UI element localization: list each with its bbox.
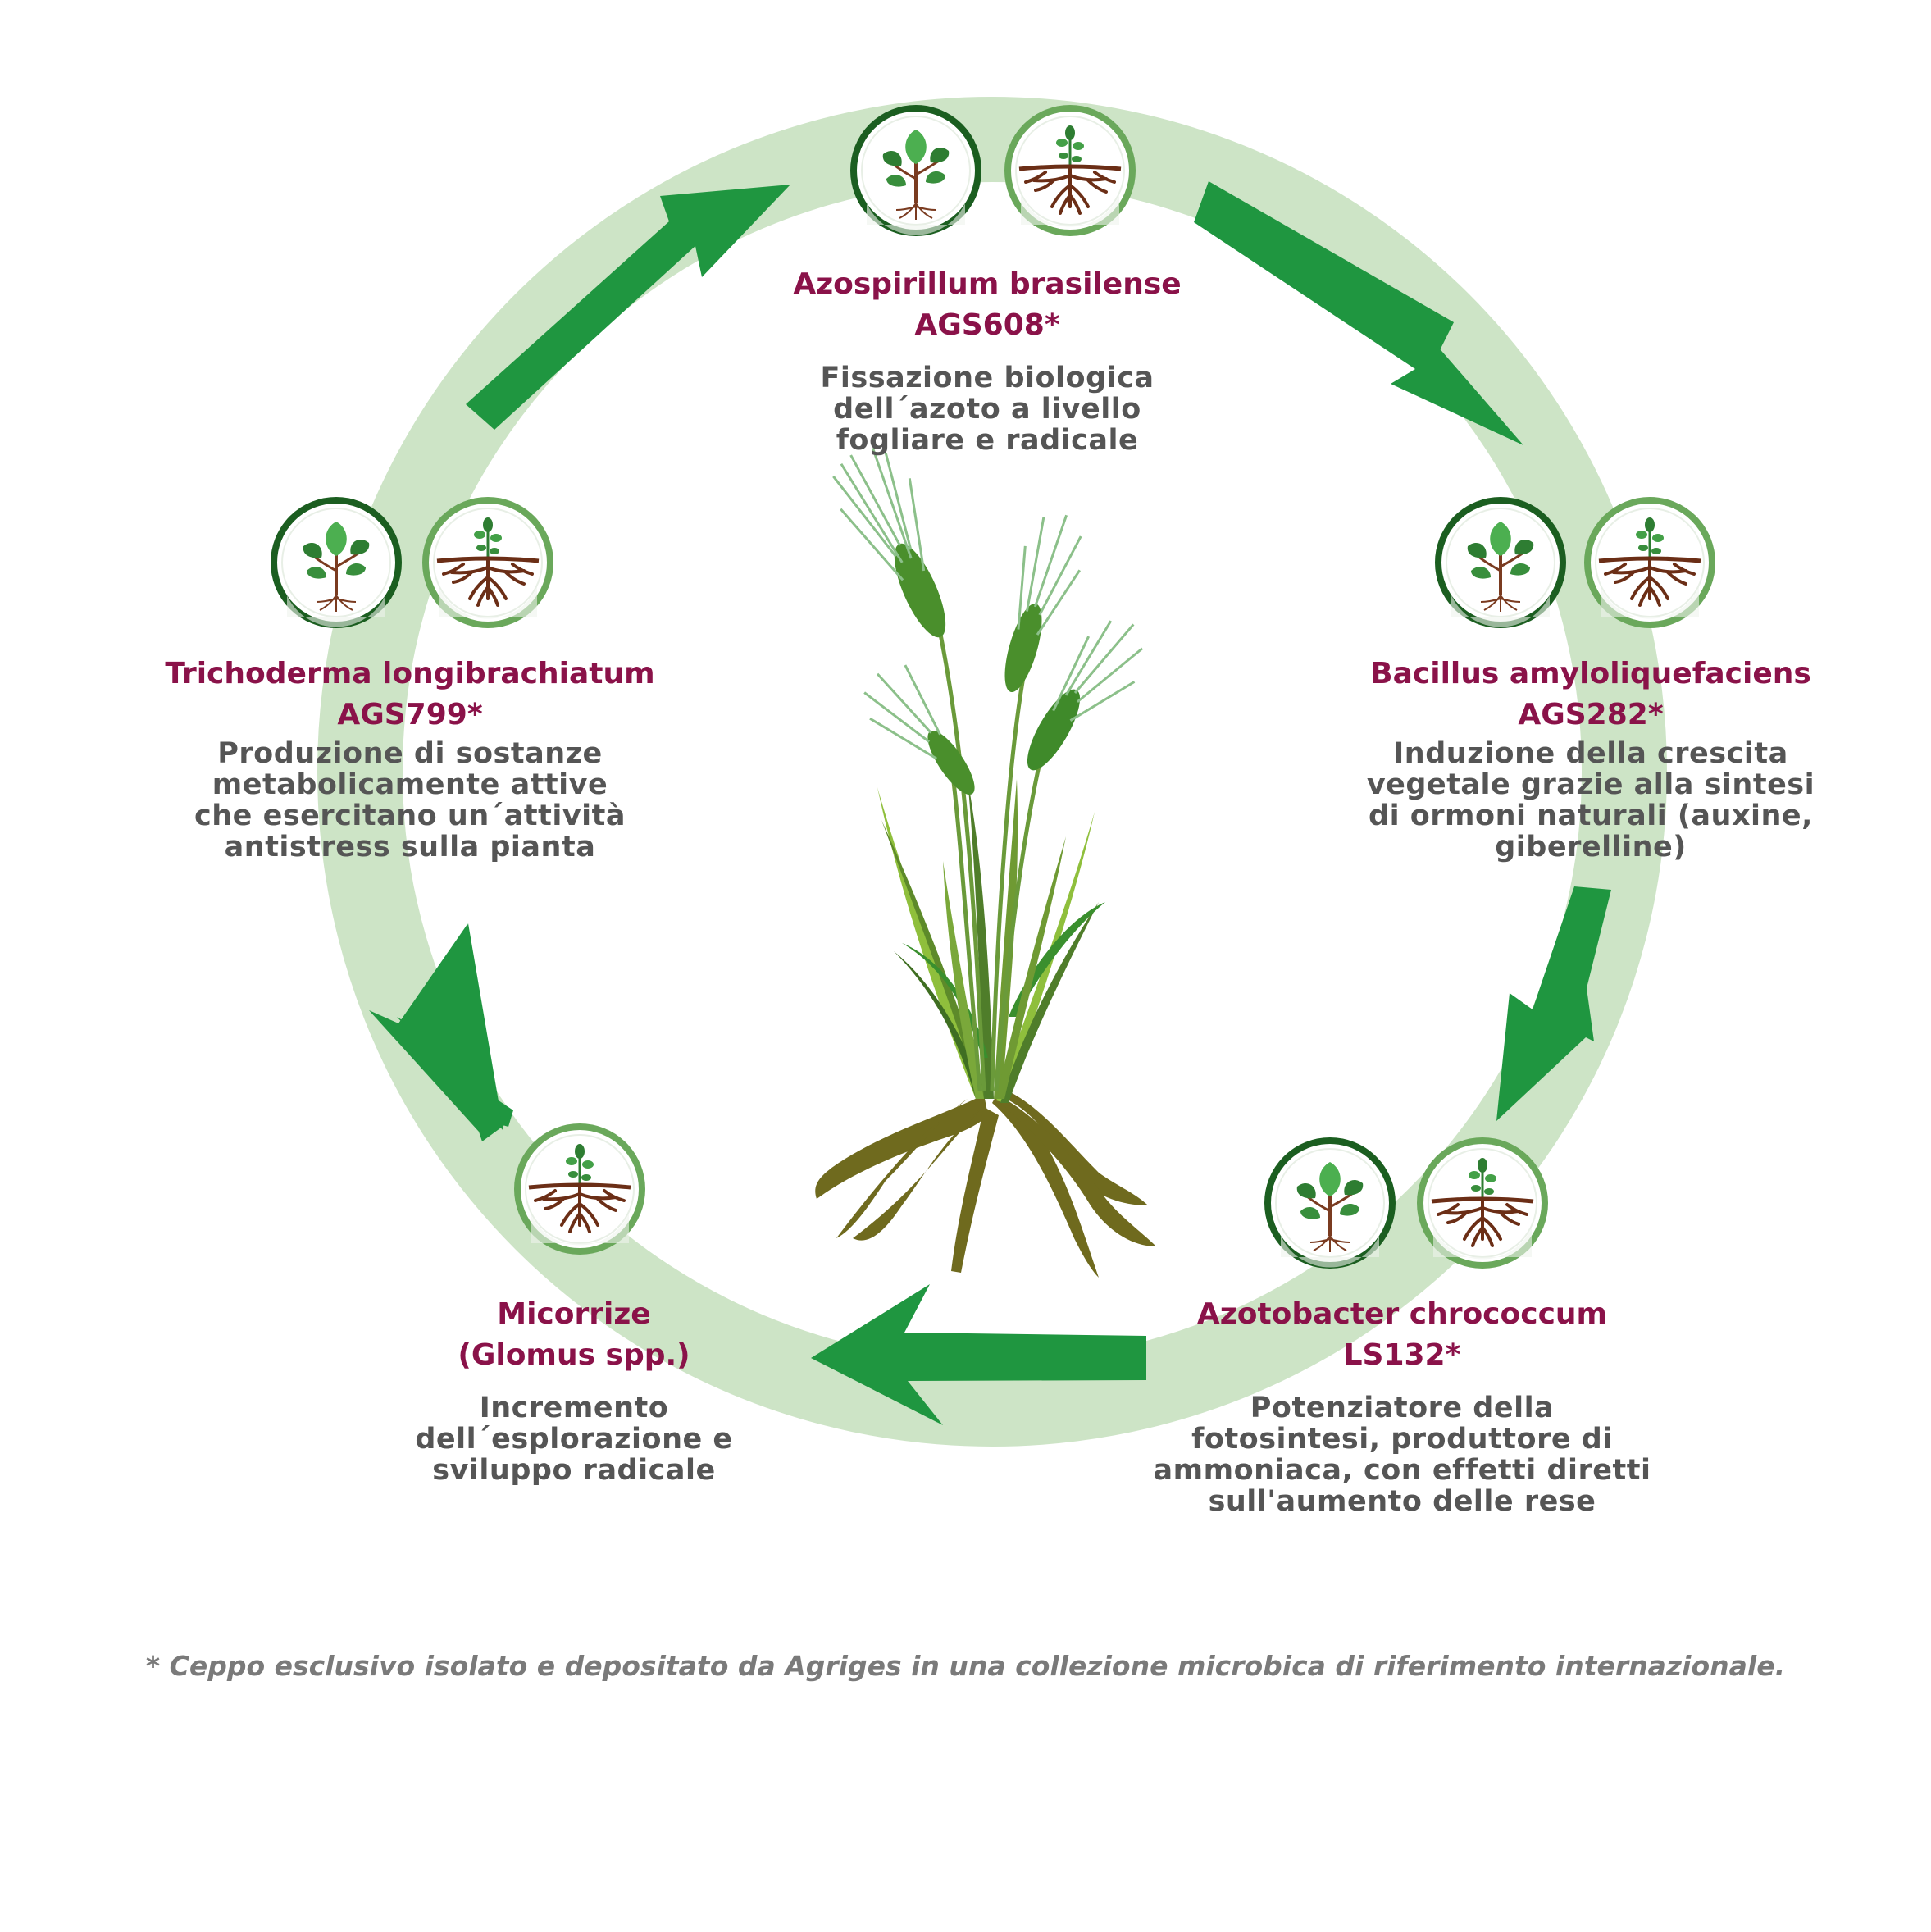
azospirillum-description: Fissazione biologica dell´azoto a livell… bbox=[656, 362, 1318, 456]
description-line: Potenziatore della bbox=[1250, 1392, 1555, 1424]
azotobacter-strain: LS132* bbox=[1343, 1338, 1461, 1372]
description-line: Incremento bbox=[479, 1392, 669, 1424]
description-line: sviluppo radicale bbox=[432, 1454, 716, 1487]
micorrize-name: Micorrize bbox=[497, 1297, 651, 1331]
footnote: * Ceppo esclusivo isolato e depositato d… bbox=[145, 1650, 1786, 1682]
micorrize-description: Incremento dell´esplorazione e sviluppo … bbox=[353, 1392, 795, 1486]
description-line: ammoniaca, con effetti diretti bbox=[1153, 1454, 1651, 1487]
description-line: Produzione di sostanze bbox=[217, 737, 603, 770]
arrow-bottom bbox=[811, 1284, 1146, 1425]
plant-roots-icon bbox=[1008, 108, 1132, 233]
plant-roots-icon bbox=[1587, 500, 1712, 625]
plant-roots-icon bbox=[426, 500, 550, 625]
description-line: Fissazione biologica bbox=[820, 362, 1155, 394]
trichoderma-description: Produzione di sostanze metabolicamente a… bbox=[115, 738, 705, 863]
description-line: che esercitano un´attività bbox=[194, 800, 626, 832]
trichoderma-title: Trichoderma longibrachiatum AGS799* bbox=[115, 654, 705, 736]
description-line: vegetale grazie alla sintesi bbox=[1366, 768, 1815, 801]
plant-leaves-icon bbox=[1268, 1141, 1392, 1268]
plant-leaves-icon bbox=[274, 500, 398, 627]
bacillus-strain: AGS282* bbox=[1518, 698, 1664, 731]
plant-roots-icon bbox=[1420, 1141, 1545, 1265]
azospirillum-title: Azospirillum brasilense AGS608* bbox=[656, 264, 1318, 346]
description-line: metabolicamente attive bbox=[212, 768, 608, 801]
arrow-left-fix bbox=[369, 924, 507, 1141]
description-line: fogliare e radicale bbox=[836, 424, 1139, 457]
plant-leaves-icon bbox=[854, 108, 978, 235]
plant-stems bbox=[928, 590, 1048, 1091]
description-line: fotosintesi, produttore di bbox=[1191, 1423, 1613, 1456]
plant-leaves-icon bbox=[1438, 500, 1563, 627]
arrow-right bbox=[1496, 886, 1611, 1121]
wheat-ears bbox=[832, 447, 1144, 795]
description-line: dell´azoto a livello bbox=[833, 393, 1141, 426]
azospirillum-name: Azospirillum brasilense bbox=[793, 267, 1182, 301]
plant-roots bbox=[815, 1089, 1156, 1278]
micorrize-icons bbox=[517, 1127, 642, 1251]
azotobacter-description: Potenziatore della fotosintesi, produtto… bbox=[1091, 1392, 1714, 1517]
description-line: di ormoni naturali (auxine, bbox=[1369, 800, 1813, 832]
description-line: giberelline) bbox=[1495, 831, 1687, 863]
description-line: antistress sulla pianta bbox=[224, 831, 596, 863]
arrow-top-right bbox=[1194, 181, 1523, 445]
arrow-top-left bbox=[466, 185, 790, 430]
micorrize-genus: (Glomus spp.) bbox=[458, 1338, 690, 1372]
description-line: Induzione della crescita bbox=[1393, 737, 1788, 770]
bacillus-title: Bacillus amyloliquefaciens AGS282* bbox=[1263, 654, 1919, 736]
azotobacter-name: Azotobacter chrococcum bbox=[1196, 1297, 1608, 1331]
azospirillum-strain: AGS608* bbox=[914, 308, 1060, 342]
cycle-ring bbox=[317, 97, 1667, 1447]
trichoderma-strain: AGS799* bbox=[337, 698, 483, 731]
wheat-plant-illustration bbox=[815, 447, 1156, 1278]
description-line: sull'aumento delle rese bbox=[1208, 1485, 1596, 1518]
description-line: dell´esplorazione e bbox=[415, 1423, 733, 1456]
bacillus-description: Induzione della crescita vegetale grazie… bbox=[1263, 738, 1919, 863]
micorrize-title: Micorrize (Glomus spp.) bbox=[353, 1294, 795, 1376]
plant-roots-icon bbox=[517, 1127, 642, 1251]
bacillus-name: Bacillus amyloliquefaciens bbox=[1370, 657, 1811, 690]
trichoderma-name: Trichoderma longibrachiatum bbox=[165, 657, 655, 690]
azotobacter-title: Azotobacter chrococcum LS132* bbox=[1091, 1294, 1714, 1376]
